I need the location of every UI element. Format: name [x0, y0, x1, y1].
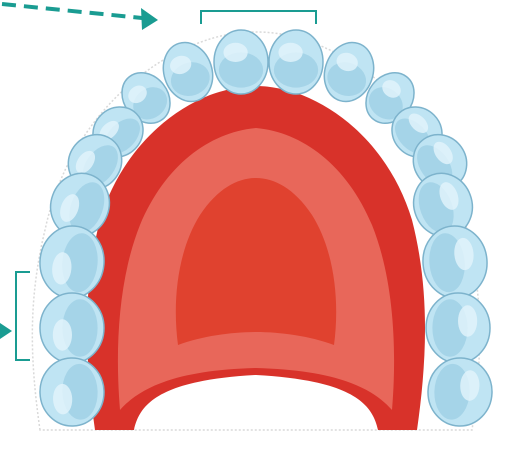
tooth-highlight	[223, 43, 247, 62]
tooth-highlight	[278, 43, 302, 62]
arrow-right-icon	[141, 8, 158, 30]
tooth-highlight	[53, 319, 72, 351]
tooth-incisor-left	[214, 30, 268, 94]
dashed-pointer-line	[2, 4, 142, 18]
tooth-molar-3-left	[40, 293, 104, 363]
tooth-highlight	[458, 305, 477, 337]
arrow-right-icon	[0, 323, 12, 339]
tooth-molar-3-right	[426, 293, 490, 363]
tooth-incisor-right	[269, 30, 323, 94]
back-molars-bracket	[16, 272, 30, 360]
front-incisors-bracket	[201, 11, 316, 24]
dashed-pointer	[2, 4, 158, 30]
